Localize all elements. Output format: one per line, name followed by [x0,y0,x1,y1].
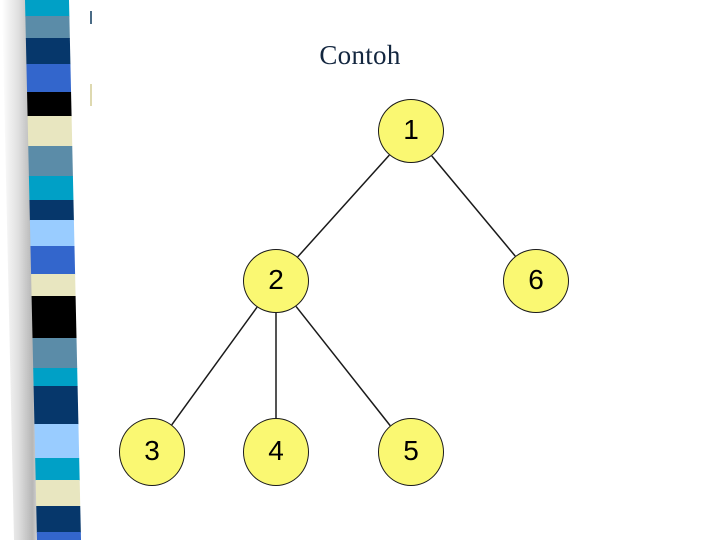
bullet-tick-top [90,11,92,24]
stripe-band [25,338,81,369]
stripe-band [25,116,81,147]
stripe-band [25,0,81,17]
stripe-band [25,16,81,39]
stripe-band [25,296,81,339]
striped-band-svg [2,0,81,540]
tree-node-6[interactable]: 6 [503,249,569,313]
stripe-band [25,176,81,201]
tree-edge-2-3 [171,306,258,426]
stripe-band [25,532,81,540]
tree-node-label-1: 1 [403,114,419,145]
tree-edge-1-2 [297,154,390,258]
stripe-band [25,458,81,481]
tree-node-label-5: 5 [403,435,419,466]
tree-node-3[interactable]: 3 [119,418,185,486]
tree-node-label-4: 4 [268,435,284,466]
page-title: Contoh [319,40,401,70]
tree-node-label-3: 3 [144,435,160,466]
stripe-band [25,200,81,221]
tree-node-4[interactable]: 4 [243,418,309,486]
bullet-tick-second [90,84,92,106]
tree-edge-1-6 [431,155,516,257]
tree-node-5[interactable]: 5 [378,418,444,486]
left-striped-band [0,0,110,540]
tree-edge-group [171,154,516,427]
stripe-band [25,386,81,425]
tree-node-label-2: 2 [268,264,284,295]
stripe-band [25,246,81,275]
stripe-band [25,146,81,177]
tree-node-2[interactable]: 2 [243,249,309,313]
tree-edge-2-5 [295,305,391,427]
stripe-band [25,368,81,387]
tree-node-1[interactable]: 1 [378,99,444,163]
stripe-band [25,220,81,247]
stripe-band [25,274,81,297]
tree-node-label-6: 6 [528,264,544,295]
